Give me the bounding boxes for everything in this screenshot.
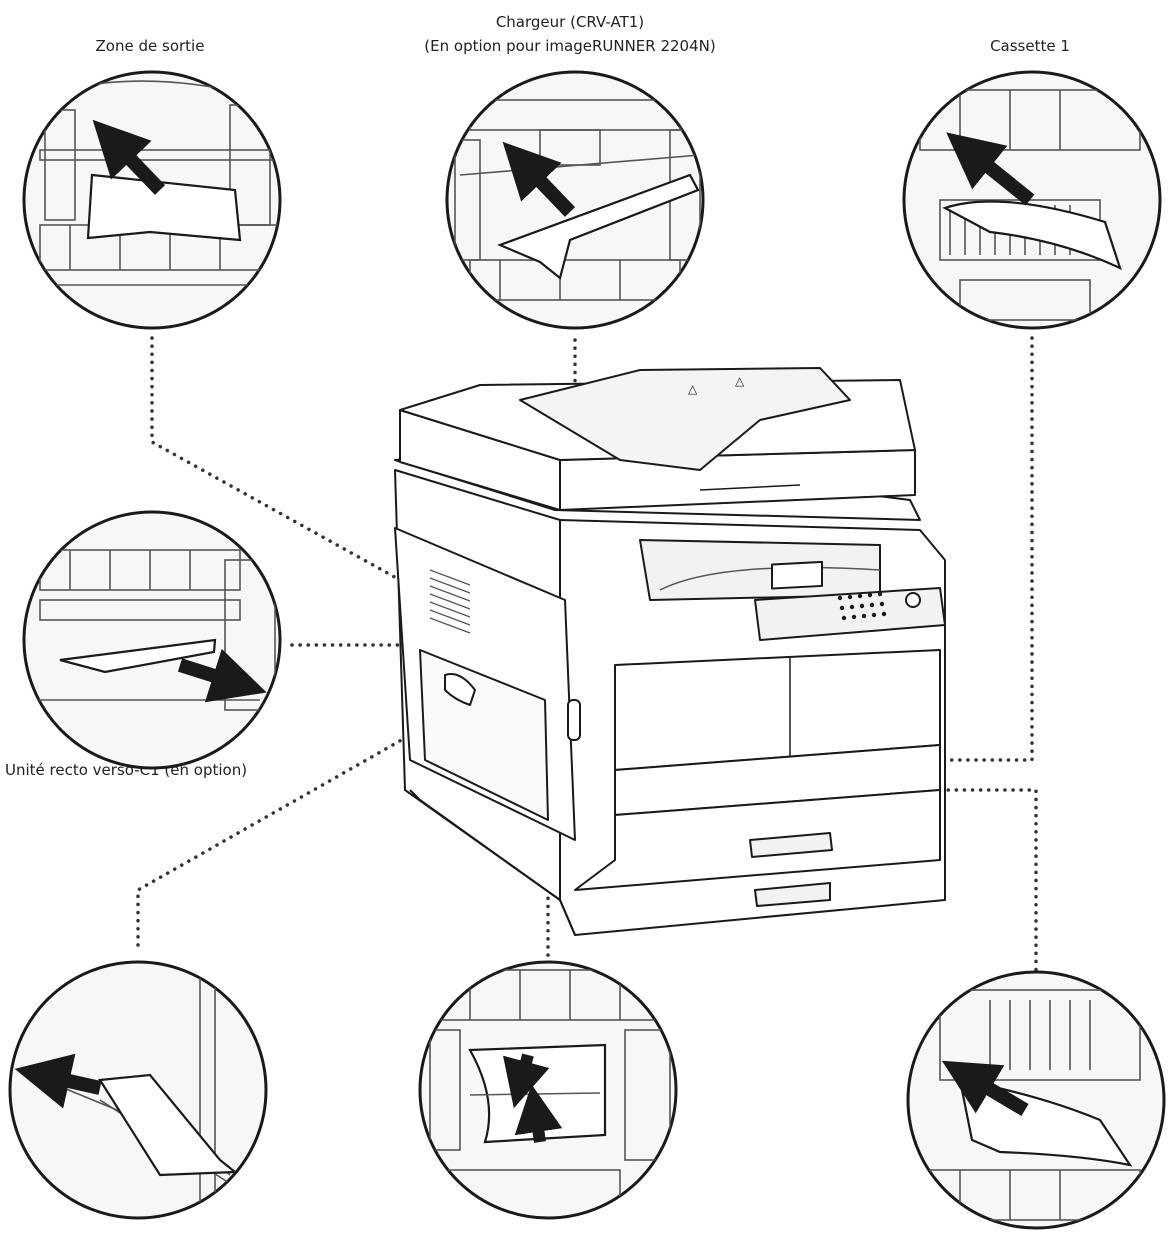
detail-exit-zone [22,70,282,330]
pull-arrow-icon [502,141,576,217]
svg-text:△: △ [735,374,745,388]
pull-arrow-icon [941,1060,1029,1117]
push-down-arrow-icon [502,1053,550,1109]
detail-cassette-1 [902,70,1162,330]
detail-inner-cover [418,960,678,1220]
leader-manual-feed [136,736,407,947]
label-feeder-title: Chargeur (CRV-AT1) [495,13,645,31]
detail-cassette-2 [906,970,1166,1230]
side-door-vent [429,569,471,634]
detail-manual-feed [8,960,268,1220]
leader-exit-zone [150,336,402,582]
control-panel [754,587,946,641]
svg-text:△: △ [688,382,698,396]
leader-cassette-1 [928,336,1034,762]
pull-arrow-icon [946,132,1035,206]
push-up-arrow-icon [514,1084,563,1143]
label-exit-zone: Zone de sortie [95,37,205,55]
pull-arrow-icon [177,648,267,703]
panel-keypad [837,591,887,621]
leader-cassette-2 [930,788,1038,972]
label-duplex-unit: Unité recto verso-C1 (en option) [5,761,248,779]
label-cassette-1: Cassette 1 [990,37,1070,55]
pull-arrow-icon [92,119,166,195]
detail-duplex-unit [22,510,282,770]
feeder-input-tray [519,367,851,471]
label-feeder-note: (En option pour imageRUNNER 2204N) [424,37,716,55]
side-door-handle [444,673,476,706]
panel-display [771,560,823,590]
detail-feeder [445,70,705,330]
pull-arrow-icon [14,1053,102,1109]
printer-illustration: △ △ [394,367,946,936]
